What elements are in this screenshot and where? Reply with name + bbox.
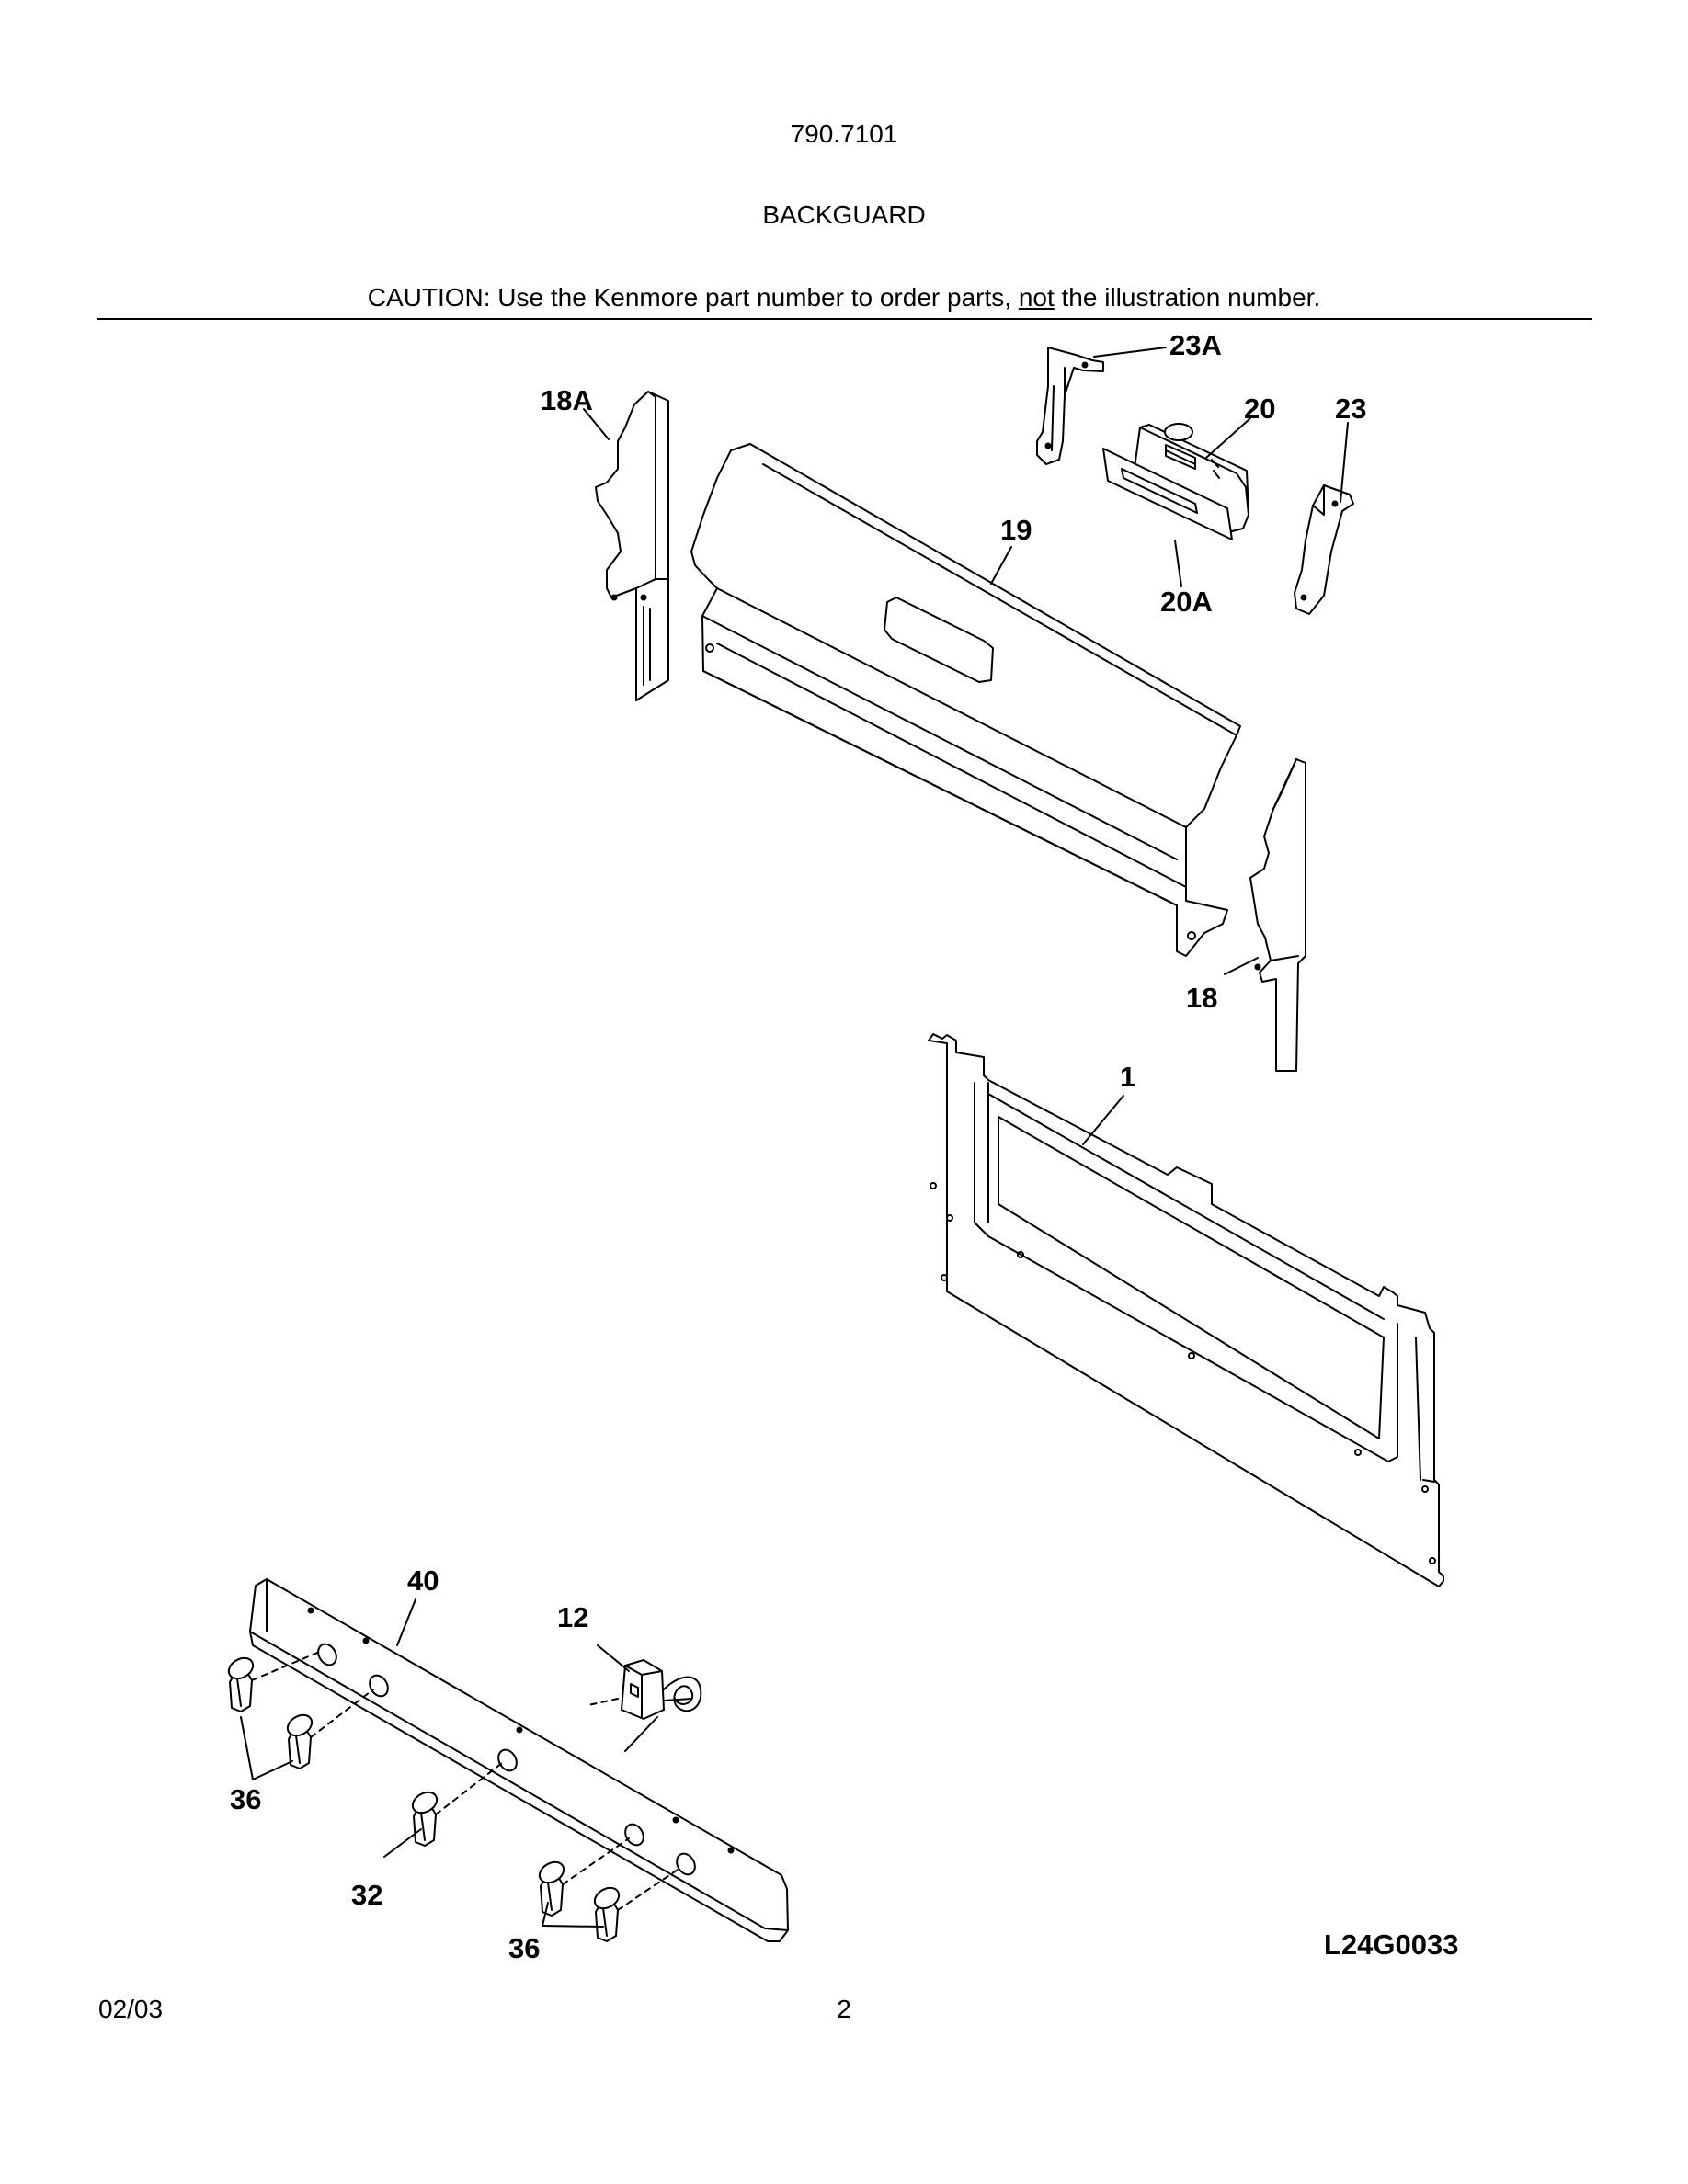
callout-23: 23 [1335,392,1366,425]
leader-lines [240,347,1349,1928]
callout-labels: 23A 18A 20 23 19 20A 18 1 40 12 36 32 36 [230,329,1366,1964]
page-number: 2 [837,1995,851,2023]
callout-20: 20 [1244,392,1275,425]
part-18-right-bracket [1249,758,1306,1072]
callout-32: 32 [351,1879,382,1911]
knob-36-left-lower [286,1713,314,1769]
callout-36-left: 36 [230,1783,261,1815]
callout-19: 19 [1000,514,1032,546]
model-number: 790.7101 [790,119,898,148]
caution-text-end: the illustration number. [1054,283,1321,312]
diagram-id: L24G0033 [1324,1928,1459,1961]
caution-note: CAUTION: Use the Kenmore part number to … [0,283,1688,313]
callout-12: 12 [557,1601,588,1633]
knob-36-right-lower [593,1886,621,1942]
section-title: BACKGUARD [762,200,926,229]
callout-18a: 18A [541,384,593,416]
callout-40: 40 [407,1564,439,1597]
part-23a-bracket [1036,347,1104,465]
caution-emphasis: not [1018,283,1055,312]
part-40-control-panel [249,1578,789,1942]
part-19-backguard-panel [690,443,1241,957]
knob-36-right-upper [538,1860,565,1917]
part-23-bracket [1294,484,1354,615]
footer-date: 02/03 [98,1995,164,2023]
header-rule [97,318,1592,320]
callout-20a: 20A [1160,586,1213,618]
callout-36-right: 36 [508,1932,540,1964]
callout-23a: 23A [1169,329,1222,361]
part-18a-left-bracket [595,391,669,701]
knob-32-center [411,1791,439,1847]
caution-text: CAUTION: Use the Kenmore part number to … [367,283,1019,312]
knob-36-left-upper [227,1656,255,1712]
callout-1: 1 [1120,1061,1135,1093]
callout-18: 18 [1186,982,1217,1014]
part-20a-overlay [1102,448,1233,540]
assembly-lines [251,1650,681,1911]
part-12-thermostat [587,1659,702,1752]
part-1-lower-panel [928,1033,1444,1587]
